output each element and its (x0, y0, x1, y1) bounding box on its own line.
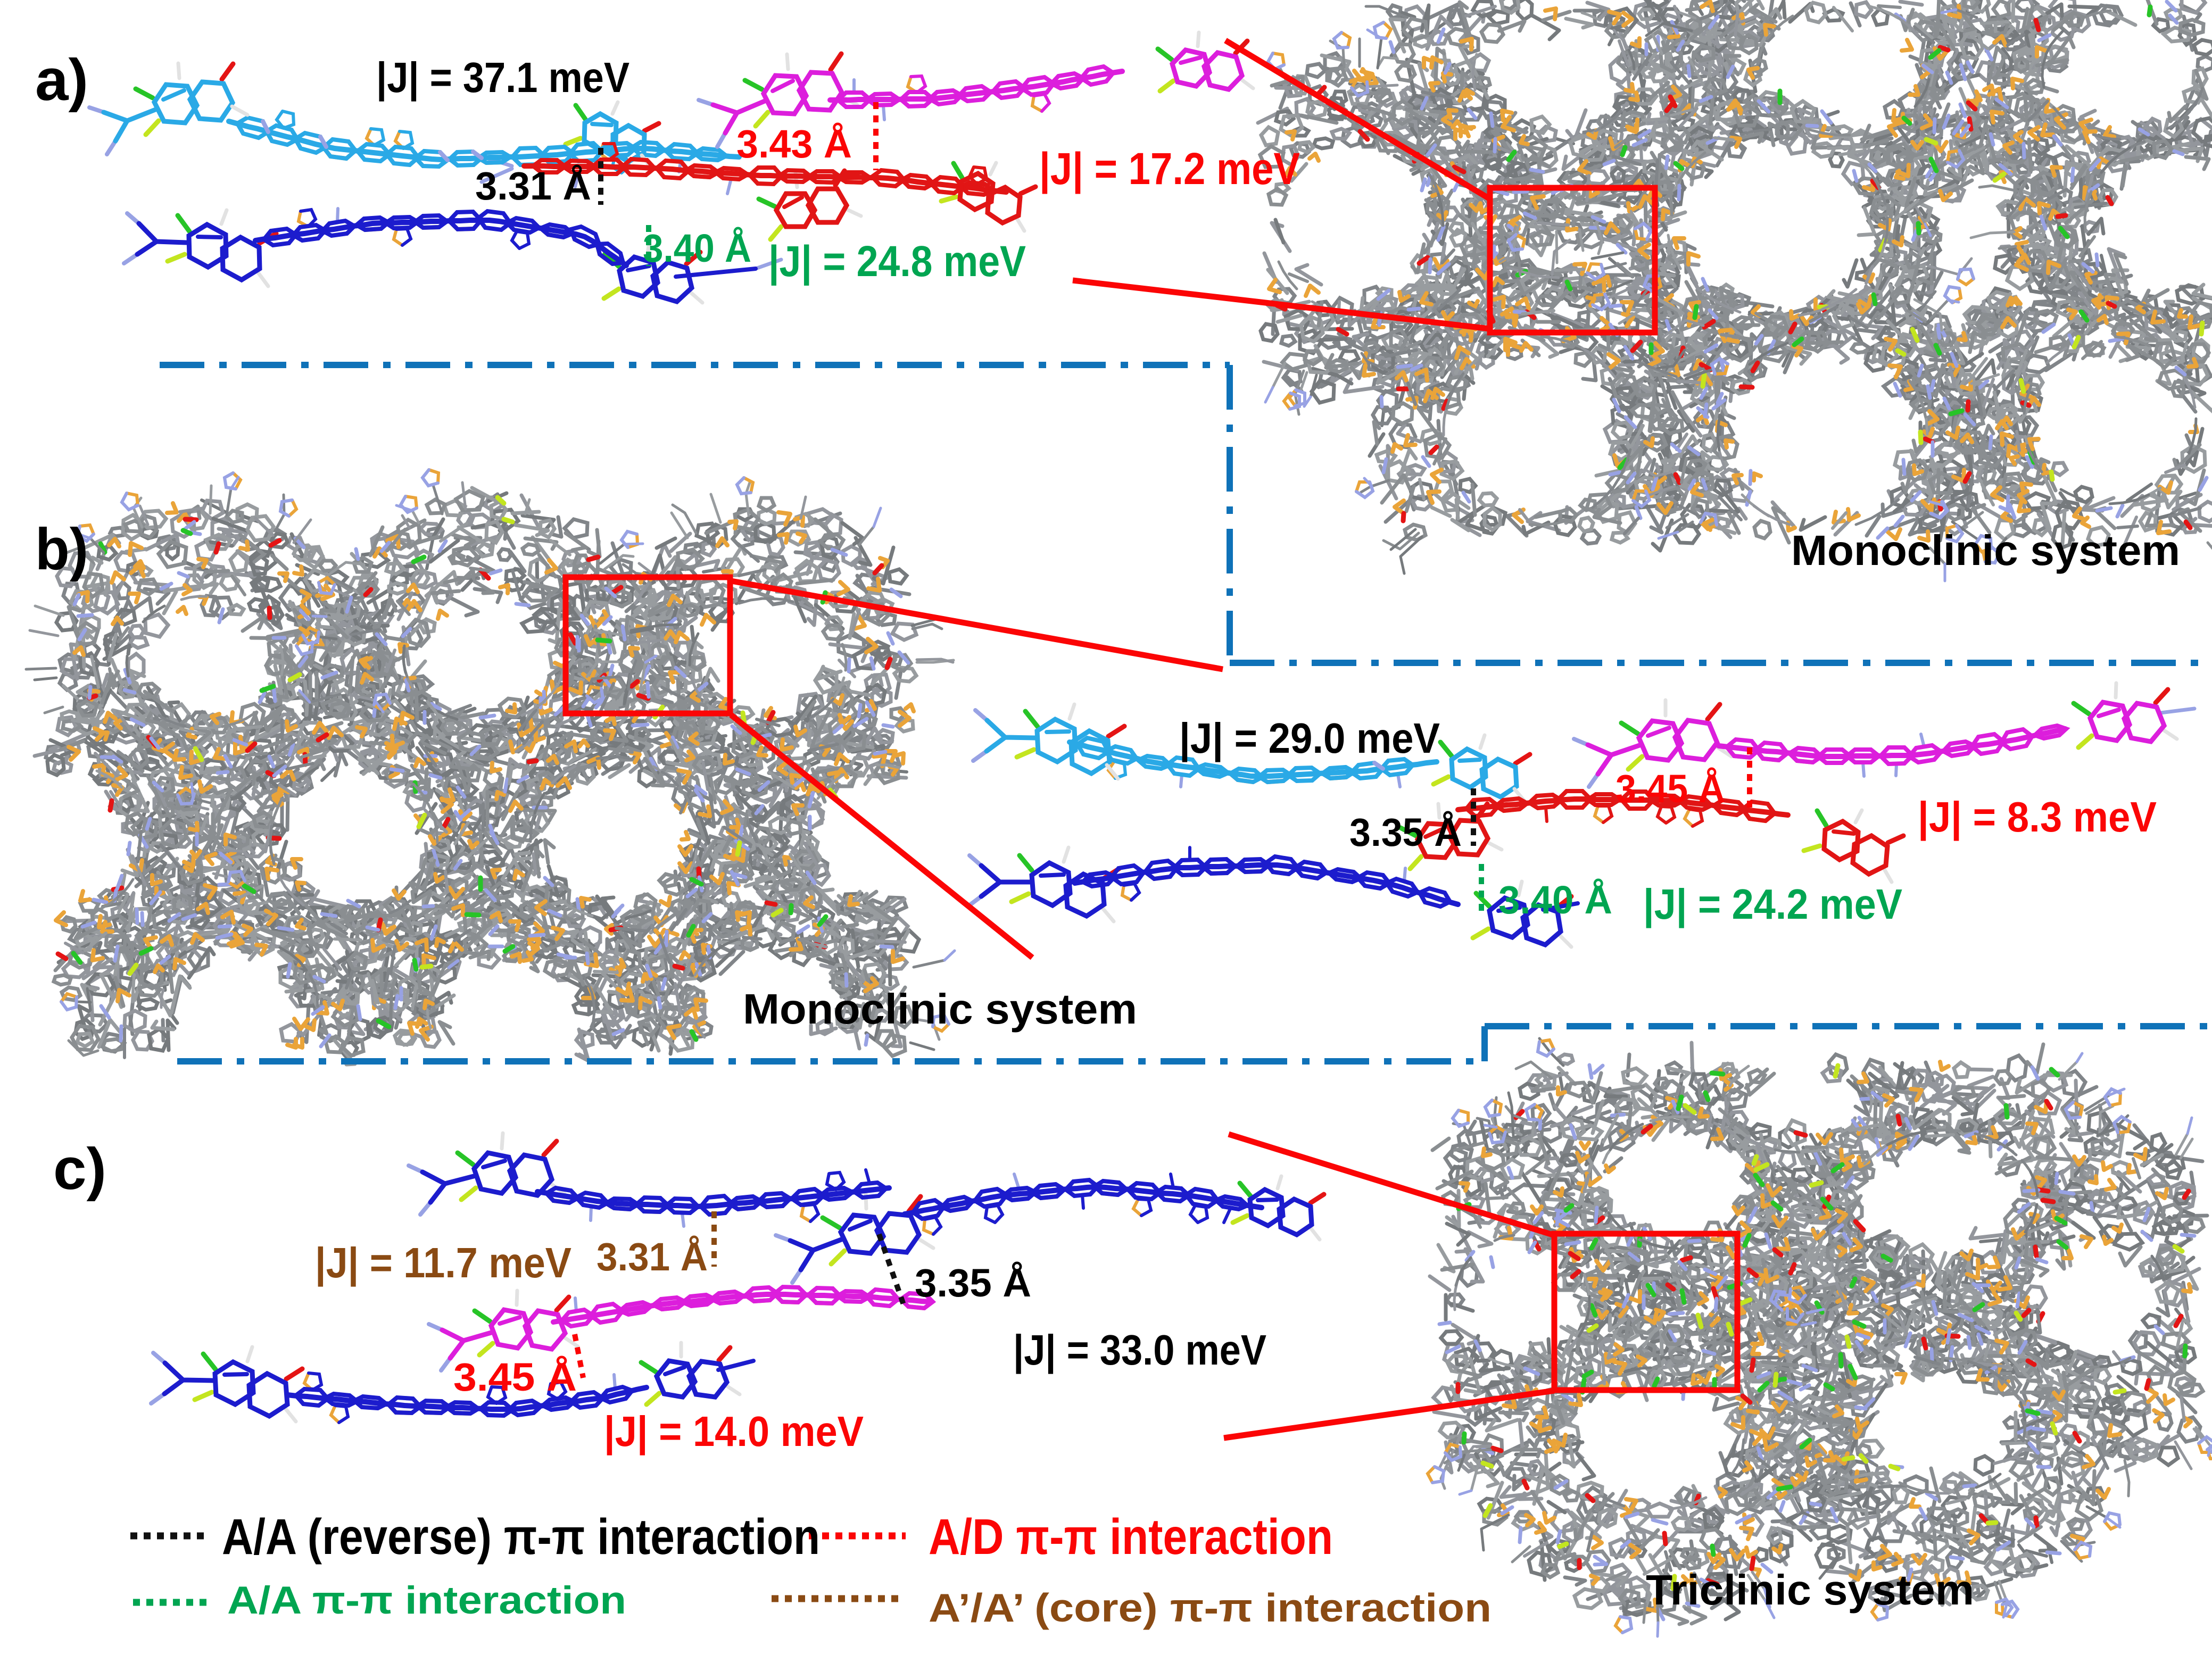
svg-text:|J| = 33.0 meV: |J| = 33.0 meV (1013, 1326, 1266, 1374)
svg-text:A/A π-π interaction: A/A π-π interaction (227, 1579, 626, 1622)
svg-text:Triclinic system: Triclinic system (1646, 1566, 1974, 1614)
svg-text:3.43 Å: 3.43 Å (736, 122, 852, 166)
svg-text:c): c) (53, 1136, 106, 1202)
svg-text:|J| = 24.2 meV: |J| = 24.2 meV (1643, 880, 1902, 928)
svg-text:|J| = 8.3 meV: |J| = 8.3 meV (1918, 793, 2157, 841)
svg-text:Monoclinic system: Monoclinic system (1791, 527, 2180, 574)
svg-text:3.45 Å: 3.45 Å (453, 1355, 577, 1399)
svg-text:|J| = 14.0 meV: |J| = 14.0 meV (604, 1408, 864, 1456)
svg-text:a): a) (35, 47, 88, 113)
svg-text:3.45 Å: 3.45 Å (1615, 767, 1725, 811)
svg-text:Monoclinic system: Monoclinic system (743, 985, 1137, 1033)
svg-text:|J| = 17.2 meV: |J| = 17.2 meV (1039, 144, 1300, 194)
svg-text:|J| = 24.8 meV: |J| = 24.8 meV (768, 237, 1026, 286)
svg-text:|J| = 11.7 meV: |J| = 11.7 meV (315, 1239, 571, 1287)
svg-text:A/A (reverse) π-π interaction: A/A (reverse) π-π interaction (222, 1509, 820, 1565)
svg-text:|J| = 37.1 meV: |J| = 37.1 meV (376, 54, 629, 102)
svg-text:3.31 Å: 3.31 Å (597, 1235, 708, 1279)
svg-text:A’/A’ (core) π-π interaction: A’/A’ (core) π-π interaction (929, 1585, 1492, 1630)
svg-text:A/D π-π interaction: A/D π-π interaction (929, 1509, 1333, 1565)
svg-text:3.40 Å: 3.40 Å (1498, 878, 1612, 922)
svg-text:3.35 Å: 3.35 Å (915, 1261, 1031, 1305)
svg-text:b): b) (35, 517, 88, 582)
svg-text:|J| = 29.0 meV: |J| = 29.0 meV (1179, 714, 1440, 762)
svg-text:3.31 Å: 3.31 Å (475, 164, 591, 208)
svg-text:3.35 Å: 3.35 Å (1349, 810, 1462, 854)
svg-text:3.40 Å: 3.40 Å (643, 226, 751, 270)
